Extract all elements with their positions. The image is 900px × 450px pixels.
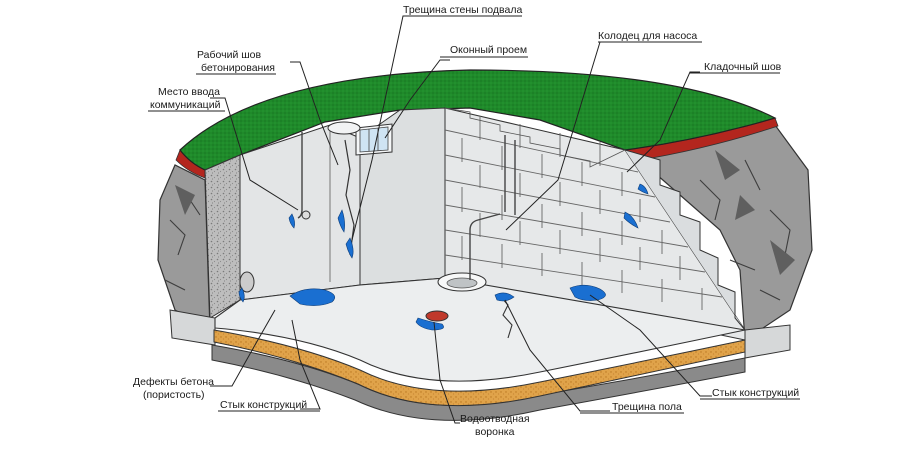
pump-pipe: [469, 135, 516, 280]
water-drip-utility: [238, 287, 245, 303]
label-masonry-joint: Кладочный шов: [704, 61, 782, 73]
label-joint-left: Стык конструкций: [220, 399, 307, 411]
fixtures: [239, 132, 516, 322]
block-wall: [444, 107, 746, 341]
label-concrete-defects-2: (пористость): [143, 389, 205, 401]
floor-drain: [425, 310, 449, 322]
water-puddle-right: [569, 284, 606, 301]
footing-right: [744, 324, 791, 359]
rock-mass-right: [638, 124, 813, 342]
block-courses: [444, 116, 723, 310]
label-window: Оконный проем: [450, 44, 527, 56]
grass-surface: [179, 69, 777, 171]
water-floor-crack: [494, 292, 515, 302]
floor-assembly: [169, 277, 791, 421]
block-wall-stepped-end: [624, 149, 746, 331]
label-pump-well: Колодец для насоса: [598, 30, 697, 42]
water-masonry-2: [637, 183, 649, 195]
water-masonry-1: [623, 211, 639, 229]
utility-pipe: [297, 132, 303, 219]
utility-port: [239, 271, 255, 293]
pump-well-inner: [446, 277, 478, 289]
window-opening: [327, 121, 393, 156]
label-floor-crack: Трещина пола: [612, 401, 682, 413]
label-concrete-defects: Дефекты бетона: [133, 376, 214, 388]
footing-left: [169, 309, 216, 346]
wall-crack-line: [344, 139, 355, 256]
label-cold-joint: Рабочий шов: [197, 49, 261, 61]
left-wall: [204, 124, 361, 319]
water-leaks: [238, 183, 649, 331]
water-drip-wall: [337, 209, 354, 259]
sand-layer: [213, 329, 746, 407]
ground-section: [157, 124, 813, 342]
utility-entry-fitting: [301, 210, 311, 220]
water-drain: [415, 317, 444, 331]
floor-crack-line: [499, 295, 513, 339]
water-puddle-left: [289, 288, 336, 306]
label-joint-right: Стык конструкций: [712, 387, 799, 399]
labels: Трещина стены подвала Рабочий шов бетони…: [133, 4, 800, 438]
label-wall-crack: Трещина стены подвала: [403, 4, 522, 16]
floor-slab: [214, 277, 746, 382]
label-utility-entry: Место ввода: [158, 86, 220, 98]
porous-wall-section: [204, 154, 241, 319]
water-drip-pipe: [288, 213, 295, 229]
label-utility-entry-2: коммуникаций: [150, 99, 221, 111]
label-floor-drain: Водоотводная: [460, 413, 530, 425]
block-wall-top-edge: [444, 107, 626, 168]
label-floor-drain-2: воронка: [475, 426, 515, 438]
label-cold-joint-2: бетонирования: [201, 62, 275, 74]
